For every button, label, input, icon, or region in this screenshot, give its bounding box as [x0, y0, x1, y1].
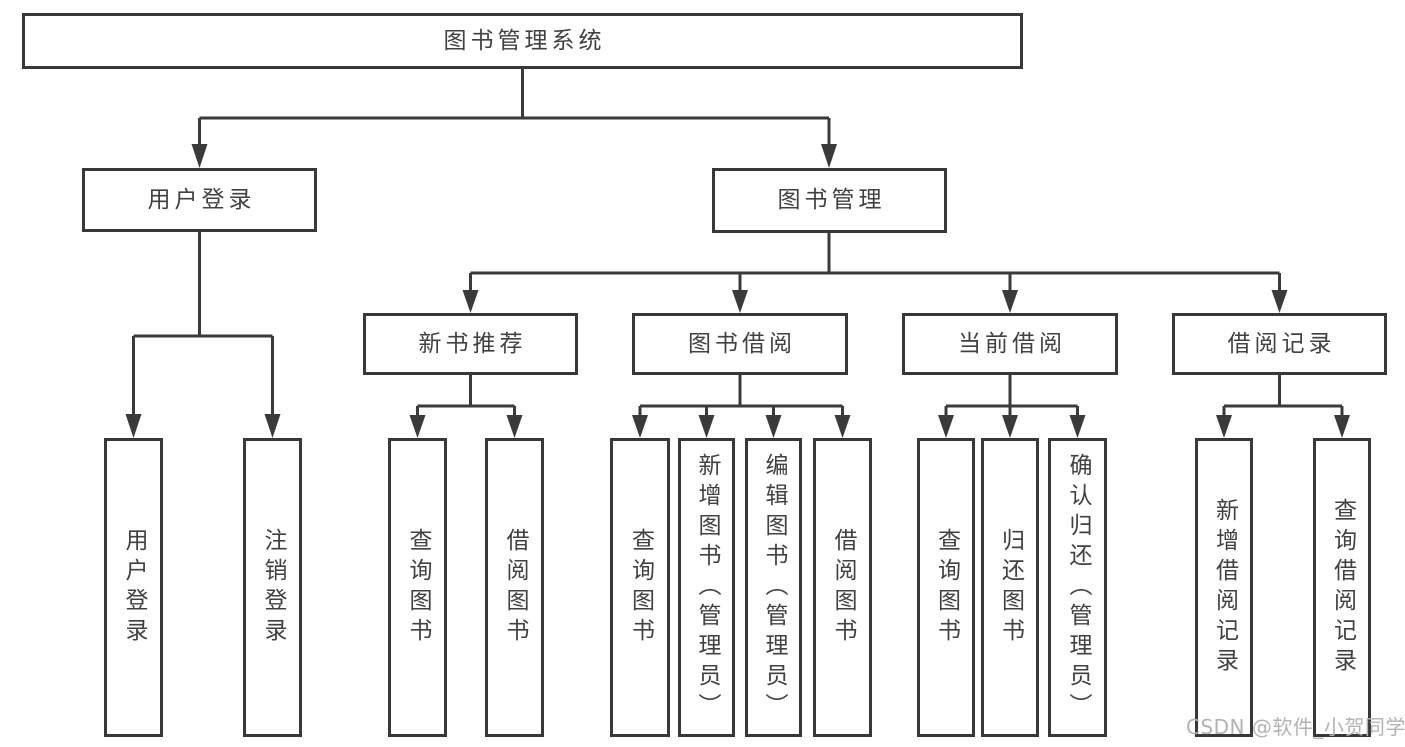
leaf-add-book-admin: 新增图书（管理员） — [678, 438, 735, 737]
arrowhead-icon — [698, 415, 715, 438]
leaf-edit-book-admin: 编辑图书（管理员） — [745, 438, 802, 737]
node-new-books-label: 新书推荐 — [418, 330, 527, 357]
connector-line — [198, 69, 831, 146]
leaf-search-books-recommend: 查询图书 — [388, 438, 447, 737]
arrowhead-icon — [821, 144, 837, 168]
arrowhead-icon — [506, 415, 523, 438]
connector-line — [1222, 375, 1344, 418]
node-book-borrow-label: 图书借阅 — [688, 330, 796, 357]
leaf-confirm-return-admin-label: 确认归还（管理员） — [1065, 452, 1091, 723]
node-borrow-records: 借阅记录 — [1172, 313, 1387, 375]
node-book-borrow: 图书借阅 — [632, 313, 848, 375]
leaf-search-books-current-label: 查询图书 — [933, 527, 960, 648]
leaf-logout-label: 注销登录 — [260, 527, 286, 648]
connector-line — [469, 233, 1281, 293]
leaf-return-book-label: 归还图书 — [997, 527, 1024, 648]
leaf-edit-book-admin-label: 编辑图书（管理员） — [761, 452, 787, 723]
arrowhead-icon — [1002, 290, 1018, 313]
fan-new-books — [409, 375, 523, 438]
leaf-add-book-admin-label: 新增图书（管理员） — [694, 452, 720, 723]
leaf-search-books-recommend-label: 查询图书 — [405, 527, 431, 648]
node-borrow-records-label: 借阅记录 — [1227, 330, 1336, 357]
leaf-search-borrow-record-label: 查询借阅记录 — [1329, 497, 1356, 678]
connector-line — [638, 375, 844, 418]
leaf-add-borrow-record: 新增借阅记录 — [1195, 438, 1253, 737]
leaf-borrow-books-recommend: 借阅图书 — [485, 438, 544, 737]
node-current-borrow-label: 当前借阅 — [958, 330, 1066, 357]
leaf-logout: 注销登录 — [243, 438, 302, 737]
fan-root-to-level2 — [191, 69, 837, 168]
arrowhead-icon — [1069, 415, 1086, 438]
arrowhead-icon — [191, 144, 208, 168]
connector-line — [944, 375, 1079, 418]
leaf-search-borrow-record: 查询借阅记录 — [1313, 438, 1371, 737]
arrowhead-icon — [462, 290, 479, 313]
node-user-login: 用户登录 — [82, 168, 317, 232]
node-book-management: 图书管理 — [712, 168, 947, 233]
arrowhead-icon — [1002, 415, 1018, 438]
leaf-borrow-books-label: 借阅图书 — [830, 527, 856, 648]
fan-user-login — [125, 232, 281, 438]
arrowhead-icon — [1216, 415, 1232, 438]
leaf-search-books-borrow: 查询图书 — [610, 438, 670, 737]
connector-line — [416, 375, 516, 418]
node-root-label: 图书管理系统 — [443, 27, 606, 54]
leaf-user-login: 用户登录 — [104, 438, 163, 737]
node-user-login-label: 用户登录 — [147, 186, 256, 213]
csdn-watermark: CSDN @软件_小贺同学 — [1186, 715, 1405, 739]
fan-book-management — [462, 233, 1288, 313]
arrowhead-icon — [765, 415, 782, 438]
arrowhead-icon — [732, 290, 748, 313]
leaf-confirm-return-admin: 确认归还（管理员） — [1048, 438, 1107, 737]
arrowhead-icon — [264, 414, 281, 438]
node-book-management-label: 图书管理 — [777, 187, 886, 213]
fan-book-borrow — [632, 375, 851, 438]
arrowhead-icon — [632, 415, 648, 438]
arrowhead-icon — [1334, 415, 1350, 438]
arrowhead-icon — [125, 414, 142, 438]
node-new-books: 新书推荐 — [363, 313, 578, 375]
node-current-borrow: 当前借阅 — [902, 313, 1118, 375]
leaf-add-borrow-record-label: 新增借阅记录 — [1211, 497, 1238, 678]
connector-line — [132, 232, 274, 416]
fan-borrow-records — [1216, 375, 1350, 438]
fan-current-borrow — [938, 375, 1086, 438]
arrowhead-icon — [938, 415, 954, 438]
leaf-search-books-current: 查询图书 — [917, 438, 975, 737]
leaf-user-login-label: 用户登录 — [121, 527, 147, 648]
arrowhead-icon — [1271, 290, 1288, 313]
leaf-borrow-books-recommend-label: 借阅图书 — [502, 527, 528, 648]
leaf-return-book: 归还图书 — [981, 438, 1039, 737]
leaf-borrow-books: 借阅图书 — [813, 438, 872, 737]
node-root: 图书管理系统 — [22, 13, 1023, 69]
arrowhead-icon — [409, 415, 426, 438]
arrowhead-icon — [834, 415, 851, 438]
leaf-search-books-borrow-label: 查询图书 — [627, 527, 654, 648]
